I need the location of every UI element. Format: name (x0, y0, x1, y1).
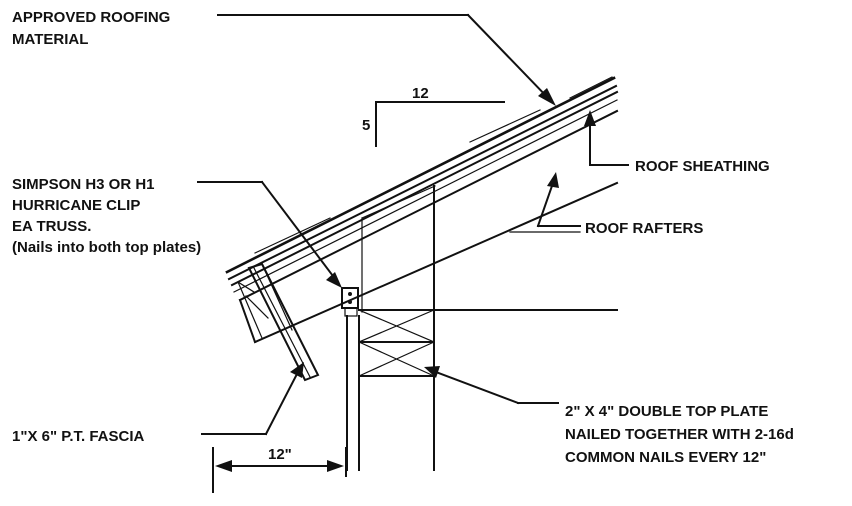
roof-rafters-label: ROOF RAFTERS (585, 220, 703, 237)
roof-sheathing-leader (584, 110, 629, 166)
simpson-label-line4: (Nails into both top plates) (12, 239, 201, 256)
fascia-leader (201, 362, 304, 436)
top-plate-label-line2: NAILED TOGETHER WITH 2-16d (565, 426, 794, 443)
slope-indicator: 5 12 (362, 85, 505, 147)
fascia-label: 1"X 6" P.T. FASCIA (12, 428, 144, 445)
roofing-material-lines (225, 76, 618, 281)
overhang-dimension: 12" (212, 446, 347, 493)
top-plate-leader (424, 366, 559, 405)
simpson-clip-leader (197, 180, 342, 288)
roof-sheathing-label: ROOF SHEATHING (635, 158, 770, 175)
slope-run-label: 12 (412, 85, 429, 102)
approved-roofing-label-line2: MATERIAL (12, 31, 88, 48)
simpson-label-line1: SIMPSON H3 OR H1 (12, 176, 155, 193)
simpson-label-line2: HURRICANE CLIP (12, 197, 140, 214)
simpson-label-line3: EA TRUSS. (12, 218, 91, 235)
roof-sheathing-lines (230, 90, 619, 293)
top-plate-label-line3: COMMON NAILS EVERY 12" (565, 449, 766, 466)
slope-rise-label: 5 (362, 117, 370, 134)
top-plate-label-line1: 2" X 4" DOUBLE TOP PLATE (565, 403, 768, 420)
fascia-board (237, 262, 320, 382)
hurricane-clip (341, 287, 359, 317)
approved-roofing-label-line1: APPROVED ROOFING (12, 9, 170, 26)
approved-roofing-leader (217, 13, 556, 106)
double-top-plate (358, 309, 618, 377)
roof-rafters-leader (509, 172, 581, 233)
roof-rafter (238, 109, 619, 344)
overhang-dimension-label: 12" (268, 446, 292, 463)
